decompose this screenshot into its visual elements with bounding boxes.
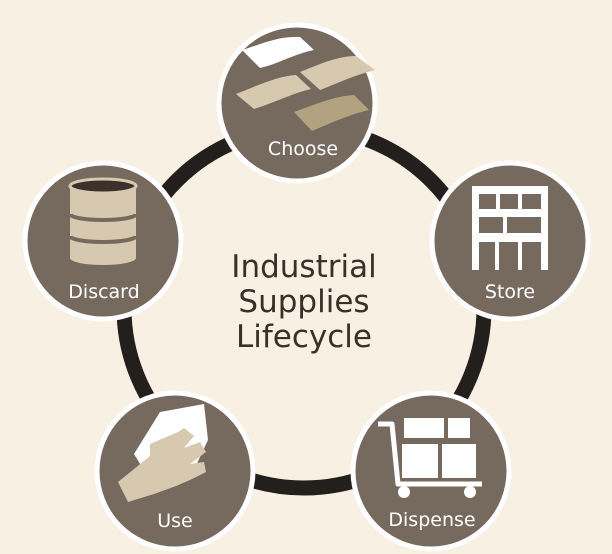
title-line-3: Lifecycle — [236, 319, 372, 355]
title-line-2: Supplies — [238, 284, 369, 320]
node-discard: Discard — [22, 160, 184, 322]
node-choose: Choose — [216, 22, 378, 184]
node-store: Store — [429, 160, 591, 322]
glove-wiping-cloth-icon — [118, 404, 208, 502]
drum-barrel-icon — [68, 177, 138, 265]
node-use-label: Use — [157, 510, 193, 532]
title-line-1: Industrial — [231, 249, 376, 285]
node-dispense-label: Dispense — [388, 509, 475, 531]
fabric-swatches-icon — [236, 36, 375, 131]
node-choose-label: Choose — [268, 138, 338, 160]
node-discard-label: Discard — [68, 281, 139, 303]
node-store-label: Store — [485, 281, 535, 303]
shelving-rack-icon — [472, 186, 548, 270]
center-title: Industrial Supplies Lifecycle — [231, 249, 376, 355]
node-dispense: Dispense — [350, 390, 512, 552]
node-use: Use — [94, 390, 256, 552]
hand-cart-icon — [378, 418, 482, 498]
